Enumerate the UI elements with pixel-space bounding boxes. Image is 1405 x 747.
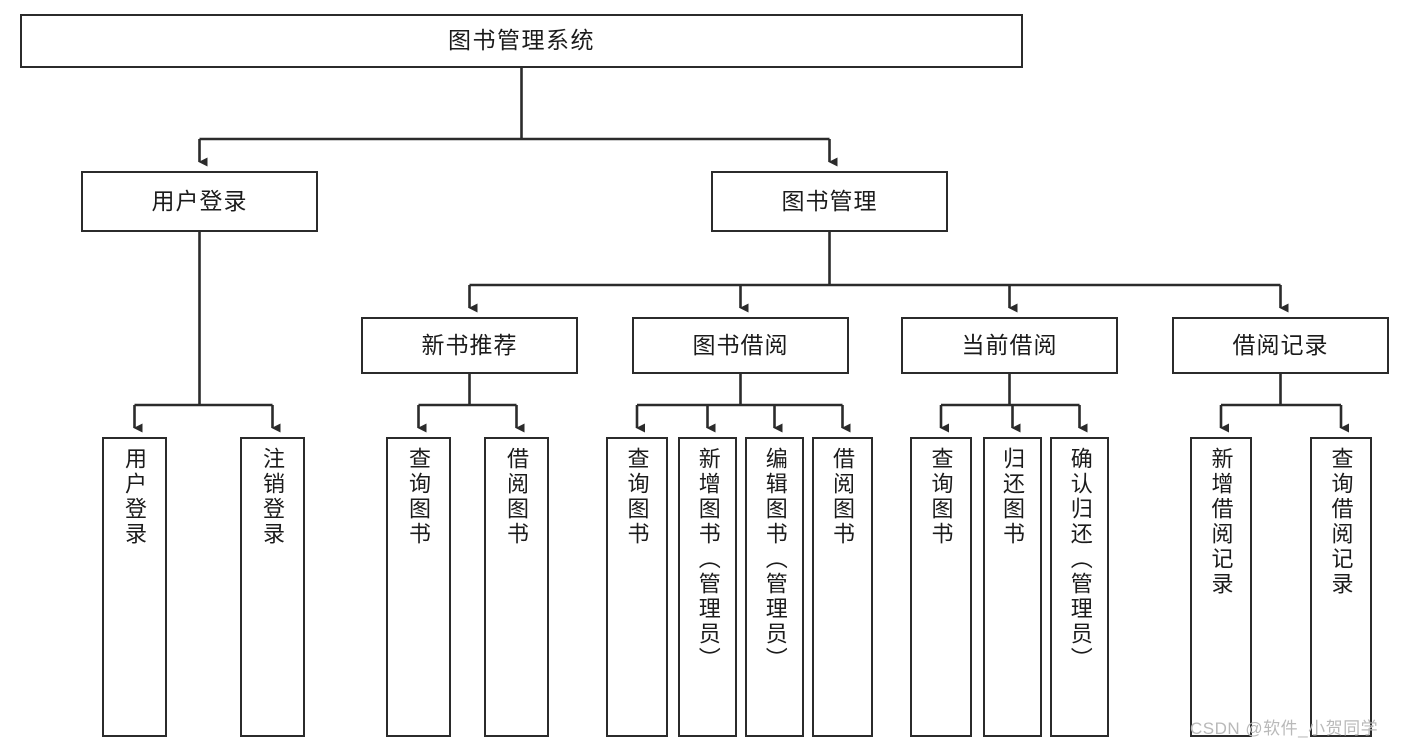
node-borrow-record[interactable]: 借阅记录	[1172, 317, 1389, 374]
node-label: 新增借阅记录	[1208, 447, 1234, 597]
node-label: 编辑图书（管理员）	[762, 447, 788, 672]
node-label: 查询图书	[928, 447, 954, 547]
node-label: 新书推荐	[421, 331, 518, 358]
node-leaf-confirm-return-admin[interactable]: 确认归还（管理员）	[1050, 437, 1109, 737]
node-leaf-query-borrow-record[interactable]: 查询借阅记录	[1310, 437, 1372, 737]
node-label: 借阅图书	[830, 447, 856, 547]
node-leaf-query-book-cur[interactable]: 查询图书	[910, 437, 972, 737]
node-label: 查询图书	[624, 447, 650, 547]
node-label: 用户登录	[151, 187, 248, 214]
node-label: 注销登录	[260, 447, 286, 547]
node-label: 当前借阅	[961, 331, 1058, 358]
node-label: 确认归还（管理员）	[1067, 447, 1093, 672]
node-leaf-borrow-book[interactable]: 借阅图书	[812, 437, 873, 737]
node-label: 查询图书	[406, 447, 432, 547]
node-leaf-query-book-borrow[interactable]: 查询图书	[606, 437, 668, 737]
node-label: 借阅图书	[504, 447, 530, 547]
node-book-manage[interactable]: 图书管理	[711, 171, 948, 232]
node-label: 新增图书（管理员）	[695, 447, 721, 672]
node-user-login[interactable]: 用户登录	[81, 171, 318, 232]
node-label: 图书借阅	[692, 331, 789, 358]
node-label: 查询借阅记录	[1328, 447, 1354, 597]
node-label: 用户登录	[122, 447, 148, 547]
node-leaf-return-book[interactable]: 归还图书	[983, 437, 1042, 737]
node-leaf-user-login[interactable]: 用户登录	[102, 437, 167, 737]
node-book-borrow[interactable]: 图书借阅	[632, 317, 849, 374]
node-leaf-query-book-rec[interactable]: 查询图书	[386, 437, 451, 737]
node-leaf-edit-book-admin[interactable]: 编辑图书（管理员）	[745, 437, 804, 737]
csdn-watermark: CSDN @软件_小贺同学	[1190, 719, 1379, 738]
node-label: 图书管理	[781, 187, 878, 214]
node-label: 图书管理系统	[448, 27, 595, 54]
node-label: 借阅记录	[1232, 331, 1329, 358]
node-leaf-add-book-admin[interactable]: 新增图书（管理员）	[678, 437, 737, 737]
node-current-borrow[interactable]: 当前借阅	[901, 317, 1118, 374]
node-leaf-add-borrow-record[interactable]: 新增借阅记录	[1190, 437, 1252, 737]
node-label: 归还图书	[1000, 447, 1026, 547]
node-new-book-recommend[interactable]: 新书推荐	[361, 317, 578, 374]
node-root[interactable]: 图书管理系统	[20, 14, 1023, 68]
node-leaf-user-logout[interactable]: 注销登录	[240, 437, 305, 737]
node-leaf-borrow-book-rec[interactable]: 借阅图书	[484, 437, 549, 737]
